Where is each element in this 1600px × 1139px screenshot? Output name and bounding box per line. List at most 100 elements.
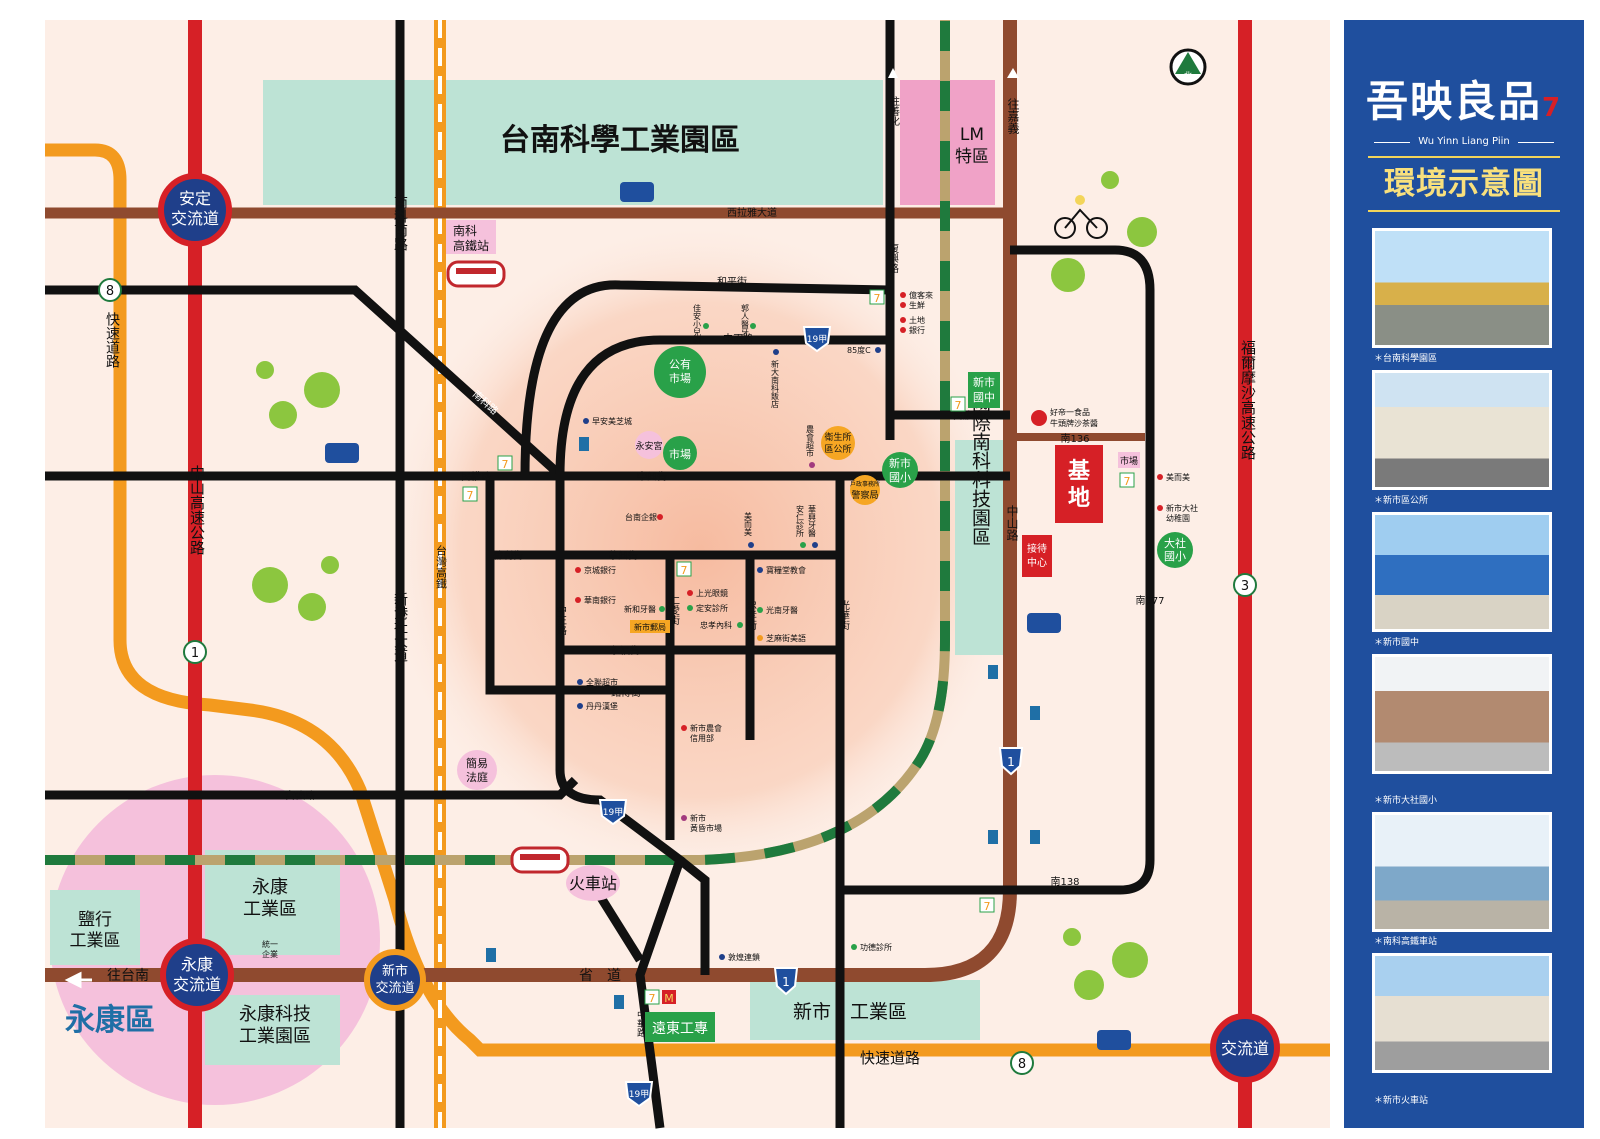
poi-nonghui: 農會超市 — [806, 424, 815, 458]
side-panel: 吾映良品7 Wu Yinn Liang Piin 環境示意圖 ＊台南科學園區 ＊… — [1344, 20, 1584, 1128]
svg-text:簡易: 簡易 — [466, 756, 488, 770]
yongkang-tech-area — [205, 995, 340, 1065]
nan177-label: 南177 — [1135, 594, 1164, 607]
yuandong-college: 遠東工專 — [645, 1012, 715, 1042]
poi-meierhui: 美而美 — [744, 511, 753, 537]
yongkang-interchange: 永康 交流道 — [160, 938, 234, 1012]
svg-text:接待: 接待 — [1027, 542, 1047, 555]
reception-center: 接待 中心 — [1022, 535, 1052, 577]
yanxing-line1: 鹽行 — [78, 910, 112, 930]
svg-text:市場: 市場 — [669, 447, 691, 461]
site-marker: 基 地 — [1055, 445, 1103, 523]
poi-quanlian: 全聯超市 — [586, 677, 618, 687]
bus-icons — [325, 182, 1131, 1050]
poi-yinhang: 銀行 — [909, 325, 925, 335]
public-market: 公有 市場 — [654, 346, 706, 398]
svg-text:7: 7 — [681, 564, 688, 577]
shengli-label: 勝利街 — [493, 549, 523, 562]
caption-hsr-station: ＊南科高鐵車站 — [1374, 937, 1438, 947]
train-icon-2 — [510, 846, 570, 874]
svg-text:遠東工專: 遠東工專 — [652, 1021, 708, 1037]
xinshi-junior: 新市 國中 — [968, 372, 1000, 408]
poi-fangzheng: 功德診所 — [860, 942, 892, 952]
brand-number: 7 — [1541, 93, 1563, 123]
poi-guangnan: 光南牙醫 — [766, 605, 798, 615]
fuqiang-label: 富強路 — [285, 789, 315, 802]
thsr-label: 台灣高鐵 — [435, 544, 448, 590]
svg-text:高鐵站: 高鐵站 — [453, 238, 489, 253]
photo-junior-school — [1372, 512, 1552, 632]
yongan-temple: 永安宮 — [635, 431, 663, 459]
svg-text:7: 7 — [955, 399, 962, 412]
tongyi-line2: 企業 — [262, 949, 278, 959]
arrow-up-icon-2 — [1007, 68, 1019, 78]
svg-text:7: 7 — [1124, 475, 1131, 488]
poi-shengxian: 生鮮 — [909, 300, 925, 310]
photo-science-park — [1372, 228, 1552, 348]
svg-text:新市: 新市 — [889, 456, 911, 470]
svg-text:新市郵局: 新市郵局 — [634, 622, 666, 632]
shield-19-c: 19甲 — [624, 1081, 654, 1108]
svg-text:19甲: 19甲 — [629, 1089, 649, 1100]
poi-85c: 85度C — [847, 345, 871, 355]
tongyi-line1: 統一 — [262, 939, 278, 949]
svg-text:8: 8 — [106, 284, 114, 299]
poi-tudi: 土地 — [909, 315, 925, 325]
brand-rule-left — [1374, 142, 1410, 143]
arrow-left-icon — [64, 971, 92, 989]
zhongshan-highway-label: 中山高速公路 — [188, 465, 206, 555]
caption-science-park: ＊台南科學園區 — [1374, 354, 1438, 364]
minquan-label: 民權路 — [461, 470, 491, 483]
caption-dashe-school: ＊新市大社國小 — [1374, 796, 1438, 806]
anding-interchange: 安定 交流道 — [158, 173, 232, 247]
svg-text:交流道: 交流道 — [375, 980, 414, 996]
shield-8-left: 8 — [98, 278, 122, 302]
seven-eleven-icons: 7 7 7 7 7 7 7 7 M — [462, 289, 1135, 1005]
shield-19-b: 19甲 — [598, 799, 628, 826]
shengdao-label: 省 道 — [579, 968, 621, 984]
lm-zone-line1: LM — [960, 125, 984, 145]
poi-jingcheng: 京城銀行 — [584, 565, 616, 575]
svg-text:中心: 中心 — [1027, 556, 1047, 569]
poi-huaxing-dental: 華興牙醫 — [808, 504, 817, 538]
photo-dashe-school — [1372, 654, 1552, 774]
svg-text:安定: 安定 — [179, 189, 211, 208]
renai-label: 仁愛街 — [668, 595, 680, 626]
shield-8-bottom: 8 — [1010, 1051, 1034, 1075]
xinshi-interchange: 新市 交流道 — [364, 949, 426, 1011]
svg-text:國小: 國小 — [889, 471, 911, 484]
svg-text:火車站: 火車站 — [569, 874, 617, 893]
nan138-label: 南138 — [1050, 875, 1079, 888]
svg-text:7: 7 — [984, 900, 991, 913]
poi-baoling: 寶糧堂教會 — [766, 565, 806, 575]
poi-zhongxiao-clinic: 忠孝內科 — [700, 620, 732, 630]
poi-dingan: 定安診所 — [696, 603, 728, 613]
yanxing-area — [50, 890, 140, 965]
svg-text:1: 1 — [191, 646, 199, 661]
guanghua-label: 光華街 — [838, 599, 850, 631]
yongkang-ind-area — [205, 850, 340, 955]
market: 市場 — [663, 436, 697, 470]
svg-text:公有: 公有 — [669, 357, 691, 371]
brand-name: 吾映良品 — [1365, 77, 1542, 126]
poi-farmers-1: 新市農會 — [690, 723, 722, 733]
dashe-school: 大社 國小 — [1157, 532, 1193, 568]
svg-text:1: 1 — [1007, 755, 1015, 769]
zhonghua-label: 中華路 — [635, 1009, 646, 1038]
poi-zaoan: 早安美芝城 — [592, 416, 632, 426]
downtown-glow — [380, 220, 1020, 880]
to-tainan-label: 往台南 — [107, 968, 149, 984]
heping-label: 和平街 — [717, 275, 747, 288]
photo-rail-station — [1372, 953, 1552, 1073]
brand-rule-right — [1518, 142, 1554, 143]
xinshi-ind: 新市 工業區 — [793, 1001, 907, 1023]
market-right: 市場 — [1118, 452, 1140, 468]
zhongxing-label: 中興街 — [637, 470, 667, 483]
svg-text:警察局: 警察局 — [851, 489, 878, 501]
yanxing-line2: 工業區 — [70, 931, 121, 951]
svg-text:大社: 大社 — [1164, 536, 1186, 550]
svg-text:交流道: 交流道 — [171, 209, 219, 228]
svg-text:7: 7 — [874, 292, 881, 305]
poi-jiayi: 佳安小兒科 — [693, 303, 702, 345]
shield-1-blue-b: 1 — [773, 967, 799, 996]
